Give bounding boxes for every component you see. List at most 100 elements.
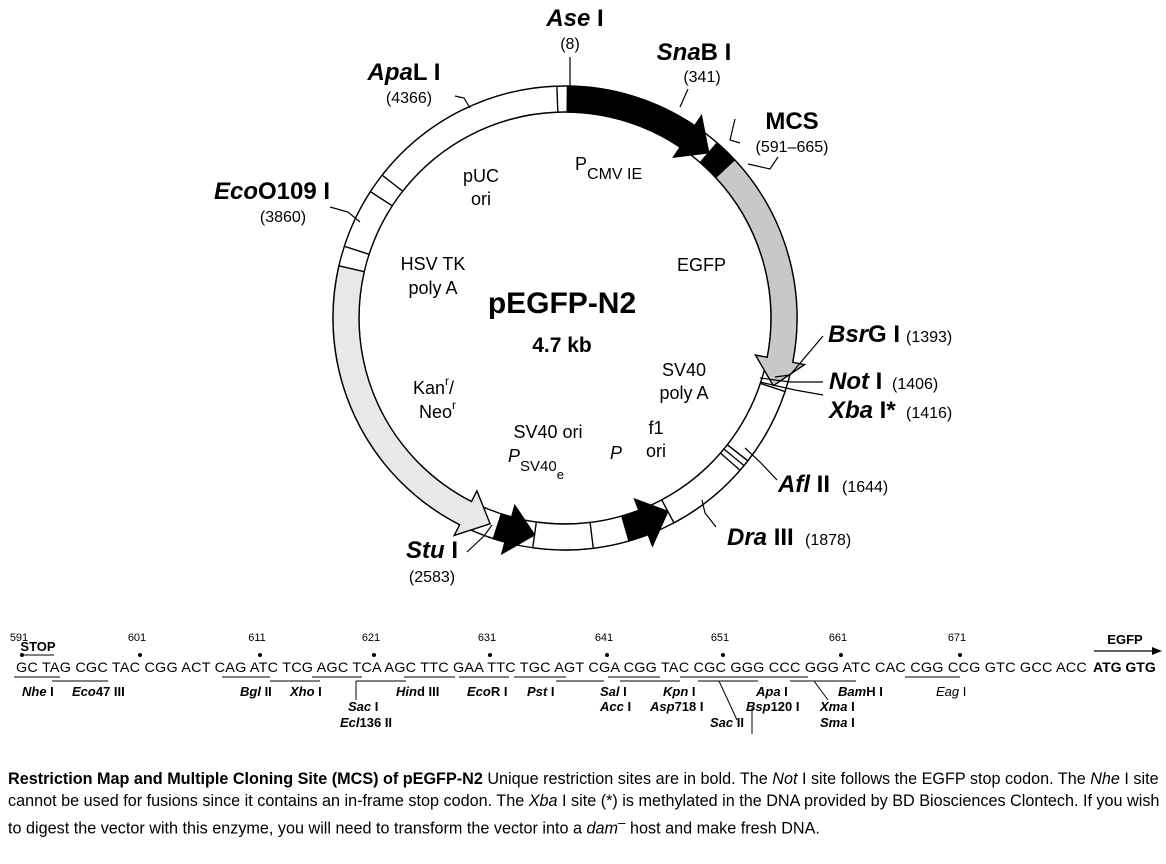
sv40-ori-label: SV40 ori	[513, 422, 582, 442]
f1-ori-arc	[660, 443, 749, 524]
site-afl-ii-position: (1644)	[842, 479, 888, 496]
hsv-tk-polya-label-line2: poly A	[408, 278, 457, 298]
kan-label-line1: Kanr/	[413, 374, 454, 398]
egfp-start-label: EGFP	[1107, 632, 1143, 647]
site-apal-i: ApaL I	[367, 59, 441, 86]
site-stu-i: Stu I	[406, 537, 458, 564]
mcs-number-621: 621	[362, 632, 380, 644]
mcs-enzyme-pst-i: Pst I	[527, 684, 554, 699]
egfp-start-codons: ATG GTG	[1093, 659, 1156, 675]
leader-line-afl	[744, 447, 778, 481]
mcs-enzyme-nhe-i: Nhe I	[22, 684, 54, 699]
caption-text-1: Unique restriction sites are in bold. Th…	[482, 770, 773, 788]
site-not-i-position: (1406)	[892, 376, 938, 393]
mcs-enzyme-sac-ii: Sac II	[710, 715, 744, 730]
afl-ii-cut-mark-1	[720, 452, 741, 471]
mcs-enzyme-acc-i: Acc I	[599, 699, 631, 714]
mcs-number-641: 641	[595, 632, 613, 644]
afl-ii-cut-mark-0	[723, 448, 745, 467]
hsv-tk-polya-label-line1: HSV TK	[401, 254, 466, 274]
mcs-dot-3	[372, 653, 376, 657]
caption-text-4: I site (*) is methylated in the DNA prov…	[8, 792, 1160, 838]
mcs-dot-4	[488, 653, 492, 657]
mcs-enzyme-hind-iii: Hind III	[396, 684, 439, 699]
mcs-dot-1	[138, 653, 142, 657]
site-dra-iii-position: (1878)	[805, 532, 851, 549]
mcs-position-dots	[20, 653, 962, 657]
leader-line-snab	[679, 88, 689, 108]
mcs-number-611: 611	[248, 632, 266, 644]
puc-ori-arc	[381, 85, 559, 193]
plasmid-size: 4.7 kb	[532, 334, 592, 357]
site-xba-i: Xba I*	[827, 397, 896, 424]
caption-italic-dam: dam	[586, 819, 619, 838]
mcs-enzyme-eag-i: Eag I	[936, 684, 966, 699]
puc-ori-label-line2: ori	[471, 189, 491, 209]
site-eco0109-i: EcoO109 I	[214, 178, 330, 205]
mcs-enzyme-ecor-i: EcoR I	[467, 684, 507, 699]
mcs-dot-6	[721, 653, 725, 657]
mcs-dot-5	[605, 653, 609, 657]
plasmid-name: pEGFP-N2	[488, 287, 636, 320]
site-mcs: MCS	[765, 108, 818, 135]
mcs-enzyme-sac-i: Sac I	[348, 699, 378, 714]
mcs-enzyme-xma-i: Xma I	[819, 699, 855, 714]
caption-text-2: I site follows the EGFP stop codon. The	[797, 770, 1091, 788]
leader-line-mcs	[729, 118, 741, 144]
site-ase-i-position: (8)	[560, 36, 580, 53]
leader-line-eco	[329, 206, 361, 223]
leader-line-stu	[466, 524, 493, 553]
egfp-label: EGFP	[677, 255, 726, 275]
site-mcs-position: (591–665)	[756, 139, 829, 156]
caption-title: Restriction Map and Multiple Cloning Sit…	[8, 770, 483, 788]
caption-italic-not: Not	[772, 770, 798, 788]
psv40-promoter-arc	[492, 503, 536, 556]
mcs-enzyme-xho-i: Xho I	[289, 684, 322, 699]
mcs-number-591: 591	[10, 632, 28, 644]
mcs-number-671: 671	[948, 632, 966, 644]
sv40-polya-label-line2: poly A	[659, 383, 708, 403]
mcs-nucleotide-sequence: GC TAG CGC TAC CGG ACT CAG ATC TCG AGC T…	[16, 659, 1087, 675]
caption-text-3: I site cannot be used for fusions since …	[8, 770, 1159, 810]
leader-line-apal	[454, 95, 471, 109]
pcmv-label: PCMV IE	[575, 154, 642, 183]
mcs-enzyme-sma-i: Sma I	[820, 715, 855, 730]
mcs-enzyme-asp718-i: Asp718 I	[649, 699, 703, 714]
leader-line-not	[759, 377, 823, 383]
puc-ori-label-line1: pUC	[463, 166, 499, 186]
mcs-enzyme-bamh-i: BamH I	[838, 684, 883, 699]
f1-ori-label-line2: ori	[646, 441, 666, 461]
caption-text-5: host and make fresh DNA.	[625, 819, 820, 838]
site-dra-iii: Dra III	[727, 524, 794, 551]
mcs-tick-1	[718, 680, 738, 721]
p-promoter-arc	[620, 497, 669, 548]
hsv-tk-polya-arc	[343, 190, 394, 256]
mcs-enzyme-kpn-i: Kpn I	[663, 684, 696, 699]
mcs-enzyme-sal-i: Sal I	[600, 684, 627, 699]
leader-line-xba	[759, 381, 824, 396]
caption-italic-xba: Xba	[528, 792, 558, 810]
mcs-number-631: 631	[478, 632, 496, 644]
sv40-polya-arc	[726, 382, 786, 462]
mcs-dot-8	[958, 653, 962, 657]
site-xba-i-position: (1416)	[906, 405, 952, 422]
mcs-dot-0	[20, 653, 24, 657]
leader-line-dra	[701, 499, 717, 528]
site-snab-i-position: (341)	[683, 69, 720, 86]
figure-caption: Restriction Map and Multiple Cloning Sit…	[8, 768, 1160, 839]
p-promoter-label: P	[610, 443, 622, 463]
mcs-enzyme-eco47-iii: Eco47 III	[72, 684, 125, 699]
caption-italic-nhe: Nhe	[1090, 770, 1120, 788]
mcs-number-651: 651	[711, 632, 729, 644]
neo-label-line2: Neor	[419, 398, 456, 422]
site-afl-ii: Afl II	[777, 471, 830, 498]
site-not-i: Not I	[829, 368, 882, 395]
sv40-ori-arc	[531, 521, 595, 551]
mcs-dot-2	[258, 653, 262, 657]
mcs-number-601: 601	[128, 632, 146, 644]
mcs-enzyme-bsp120-i: Bsp120 I	[746, 699, 799, 714]
